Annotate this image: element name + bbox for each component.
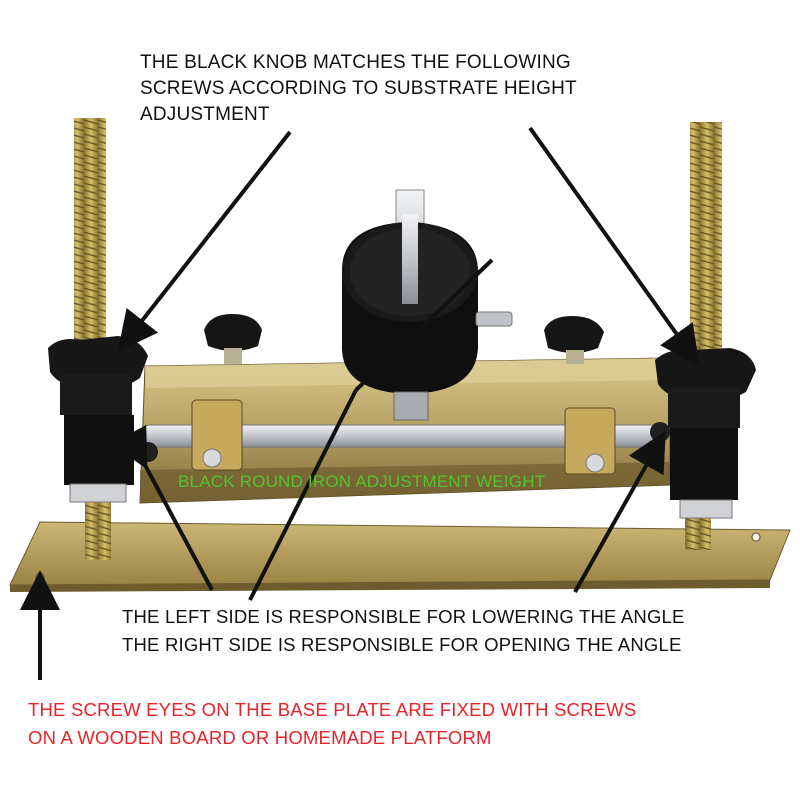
steel-slide-bar: [139, 399, 661, 475]
annotation-arrows: [20, 126, 700, 680]
knob-note: THE BLACK KNOB MATCHES THE FOLLOWING SCR…: [140, 50, 577, 128]
left-threaded-rod: [74, 118, 106, 358]
screw-eye-left: [35, 572, 45, 582]
screw-eye-right: [751, 532, 761, 542]
right-threaded-rod: [690, 122, 722, 362]
base-note: THE SCREW EYES ON THE BASE PLATE ARE FIX…: [28, 696, 636, 752]
top-left-star-knob: [204, 314, 262, 364]
base-note-line-2: ON A WOODEN BOARD OR HOMEMADE PLATFORM: [28, 727, 492, 748]
side-note-line-2: THE RIGHT SIDE IS RESPONSIBLE FOR OPENIN…: [122, 634, 682, 655]
base-note-line-1: THE SCREW EYES ON THE BASE PLATE ARE FIX…: [28, 699, 637, 720]
weight-note: BLACK ROUND IRON ADJUSTMENT WEIGHT: [178, 472, 546, 491]
knob-note-line-2: SCREWS ACCORDING TO SUBSTRATE HEIGHT: [140, 78, 577, 99]
right-knob-block: [650, 348, 756, 519]
base-plate: [9, 521, 791, 592]
knob-note-line-1: THE BLACK KNOB MATCHES THE FOLLOWING: [140, 52, 571, 73]
knob-note-line-3: ADJUSTMENT: [140, 104, 270, 125]
black-round-weight: [342, 189, 513, 421]
side-note: THE LEFT SIDE IS RESPONSIBLE FOR LOWERIN…: [122, 603, 685, 659]
side-note-line-1: THE LEFT SIDE IS RESPONSIBLE FOR LOWERIN…: [122, 606, 685, 627]
top-right-star-knob: [544, 316, 604, 364]
